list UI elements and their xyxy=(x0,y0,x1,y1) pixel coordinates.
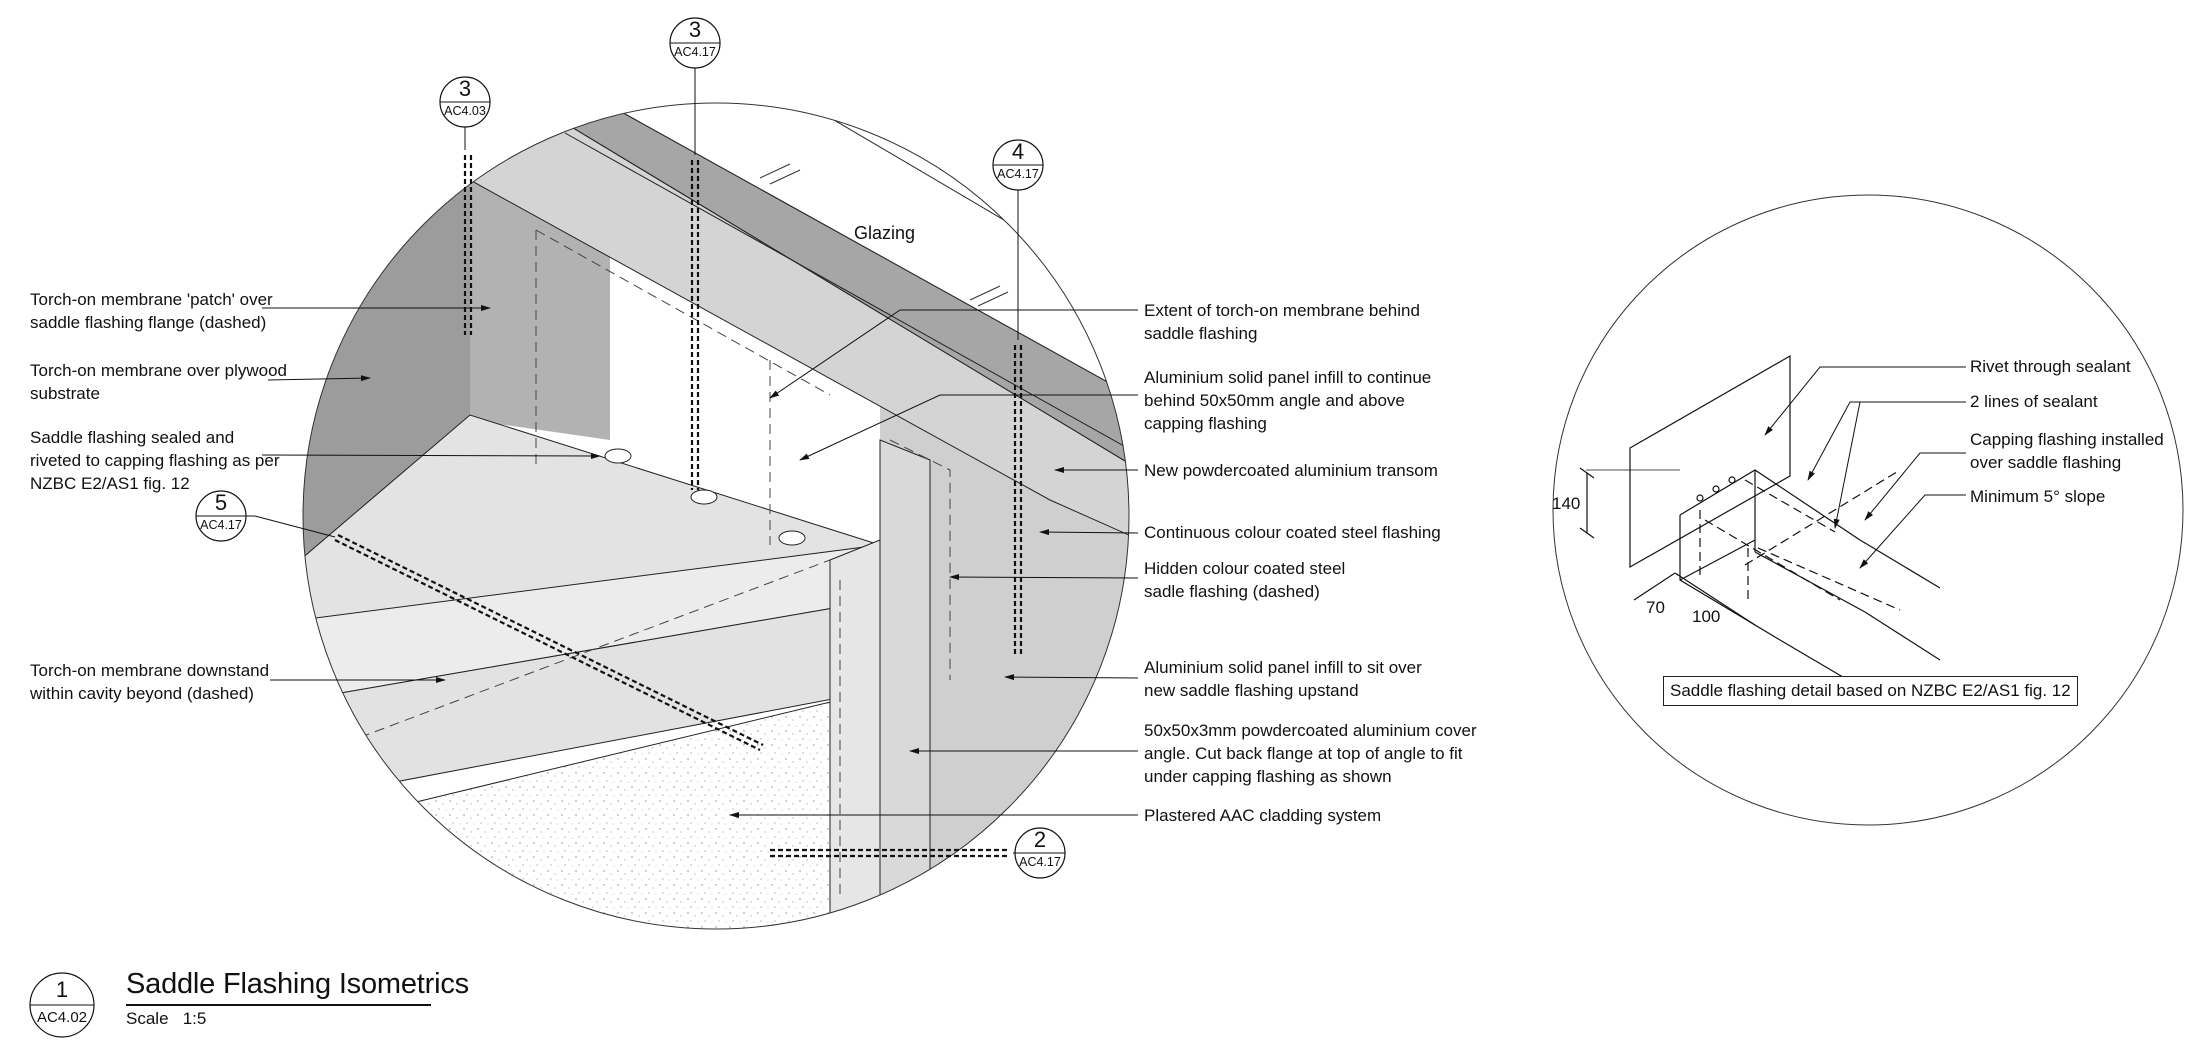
flashing-detail-circle xyxy=(1552,194,2184,826)
rivet xyxy=(778,530,806,546)
title-marker-number: 1 xyxy=(55,977,69,1002)
glazing xyxy=(598,103,1129,401)
note-sealant-lines: 2 lines of sealant xyxy=(1970,392,2098,411)
dim-height: 140 xyxy=(1552,494,1581,513)
section-marker-5-ac417[interactable] xyxy=(195,490,336,542)
dim-width-b: 100 xyxy=(1692,607,1721,626)
marker-number: 2 xyxy=(1033,827,1047,852)
glazing-label: Glazing xyxy=(854,223,916,243)
section-marker-2-ac417[interactable] xyxy=(1013,827,1066,879)
marker-number: 3 xyxy=(688,17,702,42)
note-transom: New powdercoated aluminium transom xyxy=(1144,461,1438,480)
note-membrane-patch: Torch-on membrane 'patch' over saddle fl… xyxy=(30,290,273,332)
note-panel-over-upstand: Aluminium solid panel infill to sit over… xyxy=(1144,658,1422,700)
marker-number: 3 xyxy=(458,76,472,101)
note-capping-flashing: Capping flashing installed over saddle f… xyxy=(1970,430,2164,472)
drawing-title: Saddle Flashing Isometrics xyxy=(126,968,469,1000)
marker-ref: AC4.17 xyxy=(200,518,242,532)
scale-label: Scale xyxy=(126,1009,169,1028)
marker-ref: AC4.17 xyxy=(674,45,716,59)
section-marker-3-ac417[interactable] xyxy=(669,17,721,155)
section-cut-lines xyxy=(334,155,1023,858)
note-membrane-plywood: Torch-on membrane over plywood substrate xyxy=(30,361,288,403)
title-marker-1-ac402 xyxy=(29,972,95,1038)
marker-ref: AC4.17 xyxy=(997,167,1039,181)
title-marker-ref: AC4.02 xyxy=(36,1009,88,1026)
flashing-detail-drawing xyxy=(1579,354,1941,691)
note-cover-angle: 50x50x3mm powdercoated aluminium cover a… xyxy=(1144,721,1477,786)
note-hidden-flashing: Hidden colour coated steel sadle flashin… xyxy=(1144,559,1346,601)
marker-number: 4 xyxy=(1011,139,1025,164)
section-marker-4-ac417[interactable] xyxy=(992,139,1044,340)
detail-caption: Saddle flashing detail based on NZBC E2/… xyxy=(1663,676,2078,706)
rivet xyxy=(690,489,718,505)
note-steel-flashing: Continuous colour coated steel flashing xyxy=(1144,523,1441,542)
marker-number: 5 xyxy=(214,490,228,515)
note-panel-continue: Aluminium solid panel infill to continue… xyxy=(1144,368,1432,433)
note-membrane-extent: Extent of torch-on membrane behind saddl… xyxy=(1144,301,1420,343)
scale-line: Scale 1:5 xyxy=(126,1009,206,1029)
note-min-slope: Minimum 5° slope xyxy=(1970,487,2106,506)
note-saddle-sealed: Saddle flashing sealed and riveted to ca… xyxy=(30,428,280,493)
note-rivet-sealant: Rivet through sealant xyxy=(1970,357,2131,376)
note-membrane-downstand: Torch-on membrane downstand within cavit… xyxy=(30,661,270,703)
dim-width-a: 70 xyxy=(1646,598,1665,617)
section-marker-3-ac403[interactable] xyxy=(439,76,491,150)
isometric-view xyxy=(303,103,1129,929)
rivet xyxy=(604,448,632,464)
marker-ref: AC4.03 xyxy=(444,104,486,118)
scale-value: 1:5 xyxy=(182,1009,207,1028)
cover-angle xyxy=(879,439,931,929)
main-detail-circle xyxy=(302,102,1130,930)
title-underline xyxy=(126,1004,431,1006)
note-aac-cladding: Plastered AAC cladding system xyxy=(1144,806,1382,825)
marker-ref: AC4.17 xyxy=(1019,855,1061,869)
